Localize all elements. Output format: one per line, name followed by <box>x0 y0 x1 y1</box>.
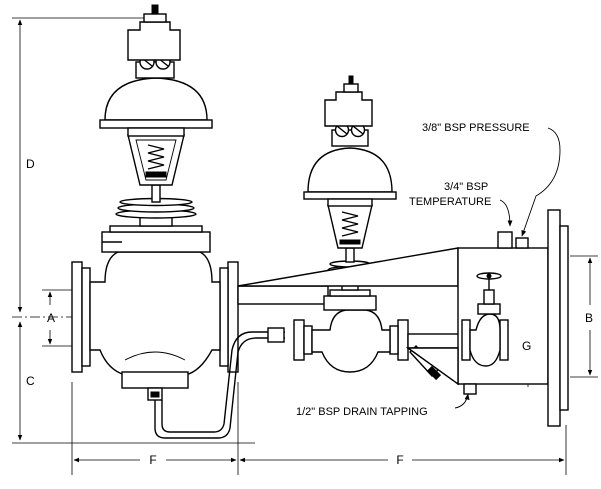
dim-label-c: C <box>26 374 35 388</box>
dim-label-g: G <box>522 339 531 353</box>
callout-leaders <box>454 127 561 409</box>
dim-label-b: B <box>585 311 593 325</box>
dim-label-f-right: F <box>396 453 403 467</box>
temperature-tapping-label-line2: TEMPERATURE <box>409 196 491 208</box>
dim-label-a: A <box>47 311 55 325</box>
drain-tapping-label: 1/2" BSP DRAIN TAPPING <box>296 406 428 418</box>
globe-isolation-valve <box>461 272 509 367</box>
main-pipeline <box>237 285 409 361</box>
main-control-valve <box>71 4 239 401</box>
pilot-valve <box>303 75 397 373</box>
pressure-tapping-label: 3/8" BSP PRESSURE <box>422 122 530 134</box>
dim-label-f-left: F <box>149 453 156 467</box>
callout-labels: 3/8" BSP PRESSURE 3/4" BSP TEMPERATURE 1… <box>296 122 530 418</box>
temperature-tapping-label-line1: 3/4" BSP <box>444 181 488 193</box>
dim-label-d: D <box>26 157 35 171</box>
separator-vessel <box>237 209 569 427</box>
impulse-pipe <box>154 327 285 439</box>
dimension-labels: D A C B G F F <box>26 157 593 467</box>
